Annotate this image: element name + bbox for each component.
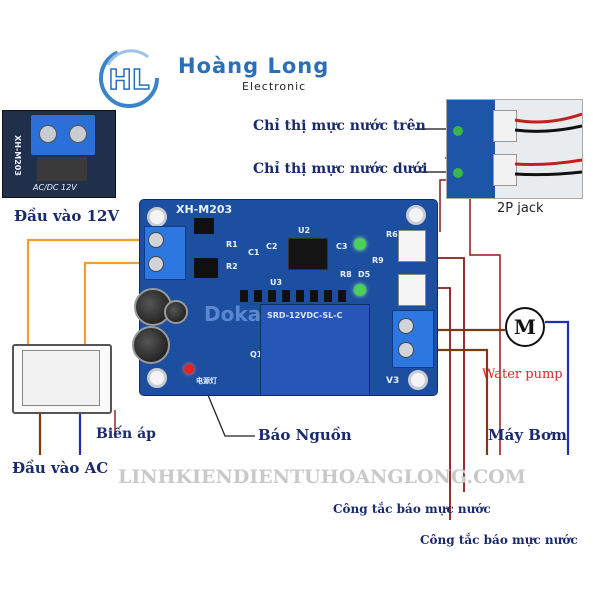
brand-name: Hoàng Long [178,54,330,78]
capacitor [164,300,188,324]
mounting-hole [147,368,167,388]
label-u3: U3 [270,278,283,287]
logo-initials: HL [108,63,149,96]
logo-mark-icon: HL [99,48,159,108]
power-led-icon [184,364,194,374]
label-d5: D5 [358,270,371,279]
label-c3: C3 [336,242,348,251]
wire-switch-1 [430,257,465,492]
main-ic [288,238,328,270]
wire-pump-brown-down [428,348,489,455]
transformer-icon [12,344,112,414]
label-chi-thi-tren: Chỉ thị mực nước trên [253,118,426,134]
led-green-bottom [453,168,463,178]
label-cong-tac-2: Công tắc báo mực nước [420,533,578,547]
board-overlay-text: Doka [204,302,262,326]
wire-pump-blue [545,320,570,455]
capacitor [132,326,170,364]
led-upper-icon [354,238,366,250]
power-led-label: 电源灯 [196,377,217,385]
screw-icon [148,232,164,248]
watermark-text: LINHKIENDIENTUHOANGLONG.COM [118,466,526,488]
sensor-connector-top [398,230,426,262]
terminal-relay-output [392,310,434,368]
mounting-hole [408,370,428,390]
inset-terminal-photo: XH-M203 AC/DC 12V [2,110,116,198]
label-dau-vao-ac: Đầu vào AC [12,459,109,477]
leader-bao-nguon [202,382,255,437]
relay: SRD-12VDC-SL-C [260,304,370,396]
inset-terminal-pins [37,157,87,181]
brand-sub: Electronic [242,80,307,93]
label-cong-tac-1: Công tắc báo mực nước [333,502,491,516]
wire-sensor-down [439,179,448,232]
regulator-chip [194,218,214,234]
label-chi-thi-duoi: Chỉ thị mực nước dưới [253,161,428,177]
label-may-bom: Máy Bơm [488,426,567,444]
inset-sensor-photo [446,99,583,199]
inset-caption: AC/DC 12V [33,183,77,192]
sensor-connector-bottom [398,274,426,306]
motor-icon: M [505,307,545,347]
label-bao-nguon: Báo Nguồn [258,426,352,444]
label-bien-ap: Biến áp [96,426,156,442]
inset-pcb-edge [447,100,495,198]
resistor-row [240,290,350,302]
pcb-title: XH-M203 [176,203,233,216]
label-r8: R8 [340,270,352,279]
screw-icon [398,318,414,334]
pcb-board: XH-M203 R1 R2 C1 U2 C2 C3 U3 R8 D5 R9 R6… [132,200,437,396]
transformer-core [22,350,100,406]
label-u2: U2 [298,226,311,235]
inset-model-text: XH-M203 [12,135,22,176]
screw-icon [69,125,87,143]
label-r1: R1 [226,240,238,249]
inset-sensor-caption: 2P jack [497,201,544,216]
mounting-hole [147,207,167,227]
label-q1: Q1 [250,350,263,359]
wire-12v-b [83,261,150,345]
label-r9: R9 [372,256,384,265]
led-lower-icon [354,284,366,296]
jack-connector [493,154,517,186]
screw-icon [148,256,164,272]
label-v3: V3 [386,376,400,386]
motor-symbol: M [513,315,537,339]
wire-2pjack [469,195,501,455]
screw-icon [39,125,57,143]
label-c1: C1 [248,248,260,257]
label-r6: R6 [386,230,398,239]
regulator-chip [194,258,218,278]
brand-logo: HL [98,47,160,109]
led-green-top [453,126,463,136]
mounting-hole [406,205,426,225]
wire-12v-a [26,238,150,345]
jack-connector [493,110,517,142]
sensor-wires [514,112,582,177]
screw-icon [398,342,414,358]
label-c2: C2 [266,242,278,251]
label-r2: R2 [226,262,238,271]
label-water-pump: Water pump [482,367,563,382]
label-dau-vao-12v: Đầu vào 12V [14,207,120,225]
relay-text: SRD-12VDC-SL-C [267,311,343,320]
